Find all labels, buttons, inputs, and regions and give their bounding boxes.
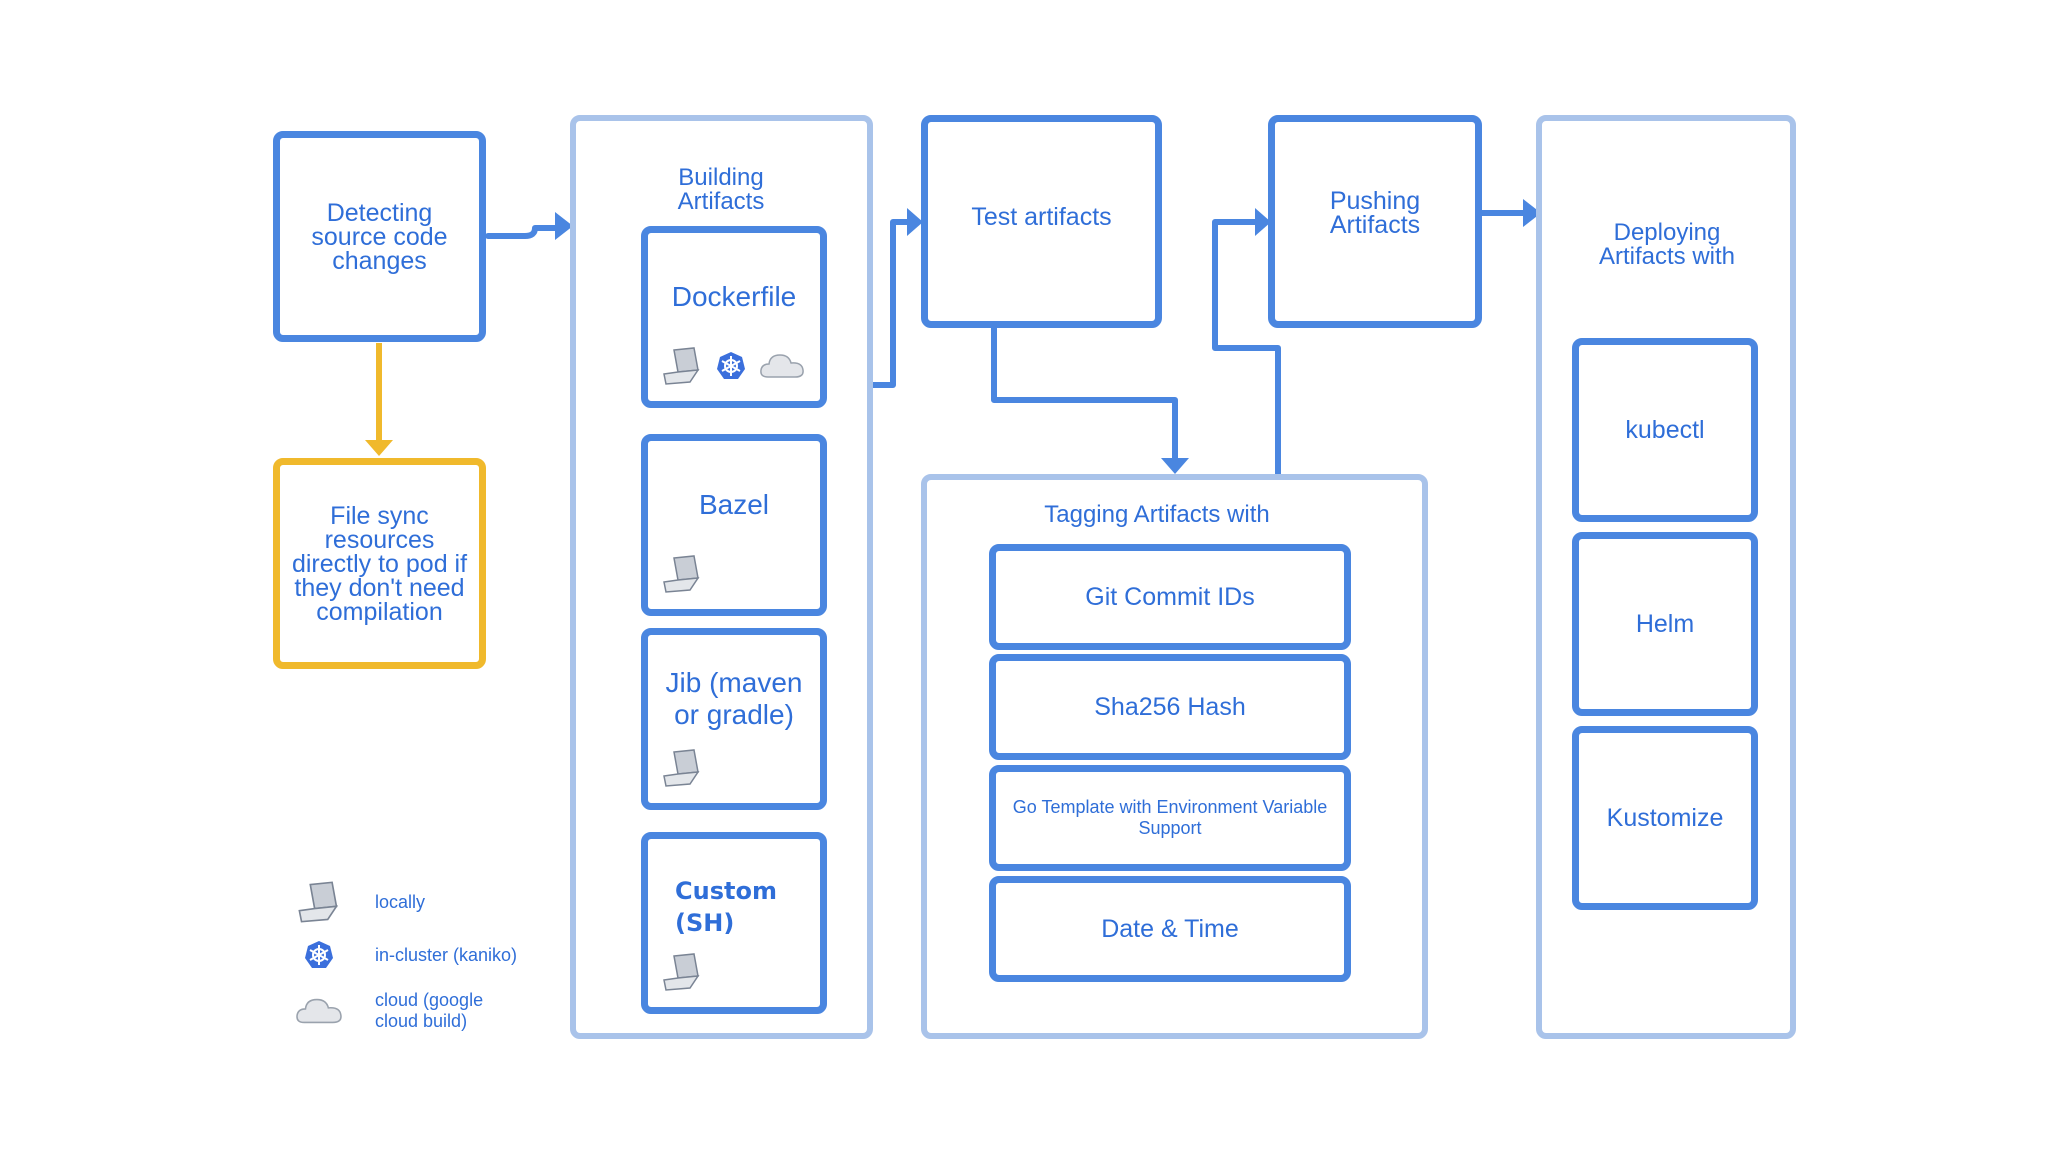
file-sync-box: File sync resources directly to pod if t… bbox=[273, 458, 486, 669]
deploy-item-helm: Helm bbox=[1572, 532, 1758, 716]
build-item-label: Custom (SH) bbox=[675, 877, 777, 937]
legend-label: cloud (google cloud build) bbox=[375, 990, 484, 1031]
file-sync-label: File sync resources directly to pod if t… bbox=[291, 501, 468, 626]
tag-item-git-commit: Git Commit IDs bbox=[989, 544, 1351, 650]
tagging-title: Tagging Artifacts with bbox=[1044, 501, 1270, 528]
build-item-jib: Jib (maven or gradle) bbox=[641, 628, 827, 810]
tag-item-label: Go Template with Environment Variable Su… bbox=[1012, 797, 1328, 838]
deploy-item-kustomize: Kustomize bbox=[1572, 726, 1758, 910]
arrow-test-to-tagging bbox=[991, 323, 1178, 463]
push-artifacts-box: Pushing Artifacts bbox=[1268, 115, 1482, 328]
tag-item-label: Git Commit IDs bbox=[1085, 583, 1255, 611]
deploying-title: Deploying Artifacts with bbox=[1598, 219, 1736, 270]
deploy-item-kubectl: kubectl bbox=[1572, 338, 1758, 522]
kubernetes-icon bbox=[716, 351, 746, 386]
legend-label: in-cluster (kaniko) bbox=[375, 944, 518, 965]
laptop-icon bbox=[660, 748, 704, 793]
build-item-label: Jib (maven or gradle) bbox=[665, 667, 803, 730]
deploy-item-label: Helm bbox=[1635, 610, 1695, 638]
cloud-icon bbox=[758, 351, 806, 386]
tag-item-date-time: Date & Time bbox=[989, 876, 1351, 982]
cloud-icon bbox=[293, 995, 345, 1027]
detect-changes-label: Detecting source code changes bbox=[311, 198, 448, 275]
arrow-build-to-test bbox=[870, 219, 911, 388]
test-artifacts-label: Test artifacts bbox=[971, 202, 1112, 231]
tag-item-sha256: Sha256 Hash bbox=[989, 654, 1351, 760]
push-artifacts-label: Pushing Artifacts bbox=[1329, 186, 1421, 239]
tag-item-go-template: Go Template with Environment Variable Su… bbox=[989, 765, 1351, 871]
legend-in-cluster: in-cluster (kaniko) bbox=[293, 940, 517, 970]
build-icons bbox=[660, 748, 704, 793]
detect-changes-box: Detecting source code changes bbox=[273, 131, 486, 342]
build-item-label: Bazel bbox=[698, 489, 770, 520]
build-icons bbox=[660, 346, 806, 391]
tag-item-label: Sha256 Hash bbox=[1094, 693, 1246, 721]
legend-locally: locally bbox=[293, 880, 425, 924]
building-title: Building Artifacts bbox=[677, 164, 765, 215]
test-artifacts-box: Test artifacts bbox=[921, 115, 1162, 328]
build-icons bbox=[660, 554, 704, 599]
kubernetes-icon bbox=[293, 940, 345, 970]
build-item-label: Dockerfile bbox=[671, 281, 797, 312]
build-icons bbox=[660, 952, 704, 997]
arrow-tagging-to-push bbox=[1212, 219, 1281, 479]
legend-label: locally bbox=[375, 891, 426, 912]
legend-cloud: cloud (google cloud build) bbox=[293, 990, 495, 1032]
laptop-icon bbox=[660, 554, 704, 599]
deploy-item-label: kubectl bbox=[1625, 416, 1705, 444]
laptop-icon bbox=[660, 346, 704, 391]
laptop-icon bbox=[293, 880, 345, 924]
build-item-custom: Custom (SH) bbox=[641, 832, 827, 1014]
deploy-item-label: Kustomize bbox=[1606, 804, 1724, 832]
build-item-bazel: Bazel bbox=[641, 434, 827, 616]
arrow-detect-to-build bbox=[485, 225, 558, 239]
laptop-icon bbox=[660, 952, 704, 997]
build-item-dockerfile: Dockerfile bbox=[641, 226, 827, 408]
tag-item-label: Date & Time bbox=[1101, 915, 1239, 943]
